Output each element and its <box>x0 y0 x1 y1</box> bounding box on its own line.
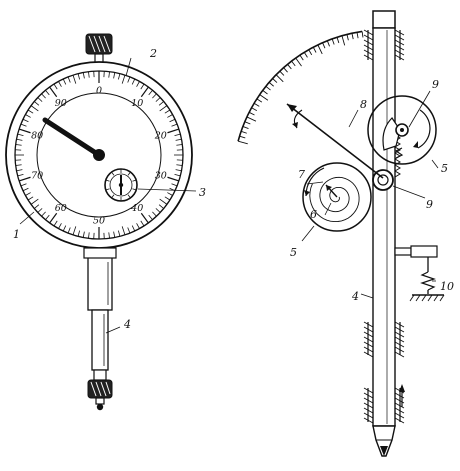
callout-label: 5 <box>441 162 448 175</box>
rotation-arrow-upper <box>418 110 430 148</box>
arc-tick <box>266 86 271 90</box>
spring-coil <box>396 148 402 158</box>
arc-tick <box>241 131 247 133</box>
callout-label: 9 <box>432 78 439 91</box>
arc-tick <box>342 36 345 46</box>
arc-tick <box>337 37 339 43</box>
arc-tick <box>296 58 302 66</box>
arc-tick <box>249 112 254 115</box>
arc-tick <box>276 75 283 82</box>
revolution-counter <box>105 169 137 201</box>
callout-label: 9 <box>426 198 433 211</box>
arc-tick <box>254 103 259 106</box>
arc-tick <box>362 31 363 37</box>
arc-tick <box>280 71 284 75</box>
arc-tick <box>238 141 248 144</box>
callout-label: 5 <box>290 246 297 259</box>
dial-number: 90 <box>55 98 67 109</box>
arc-tick <box>247 117 256 121</box>
callout-label: 3 <box>199 186 206 199</box>
arc-tick <box>304 52 307 57</box>
callout-label: 10 <box>440 280 454 293</box>
arc-tick <box>260 95 268 101</box>
dial-number: 30 <box>155 171 167 182</box>
scale-arc <box>238 31 362 141</box>
callout-label: 2 <box>149 47 157 60</box>
dial-number: 50 <box>93 216 105 227</box>
dial-number: 70 <box>31 171 43 182</box>
callout-label: 6 <box>310 208 317 221</box>
arc-tick <box>313 47 316 52</box>
main-arrow <box>287 104 383 178</box>
arc-tick <box>288 64 292 69</box>
arc-tick <box>269 82 274 86</box>
callout-label: 4 <box>123 318 131 331</box>
arc-tick <box>240 136 246 138</box>
callout-label: 4 <box>351 290 359 303</box>
arc-tick <box>300 55 303 60</box>
arc-tick <box>347 34 348 40</box>
arc-tick <box>284 68 288 72</box>
arc-tick <box>323 43 325 48</box>
callout-label: 8 <box>360 98 367 111</box>
callout-label: 1 <box>13 228 20 241</box>
mechanism-schematic: 7 8 6 5 9 5 9 10 4 <box>238 11 454 456</box>
spring-assembly <box>395 246 444 301</box>
arc-tick <box>252 108 257 111</box>
dial-number: 10 <box>131 98 143 109</box>
arc-tick <box>273 78 277 82</box>
measuring-rod <box>92 310 108 370</box>
dial-number: 20 <box>154 130 167 141</box>
arc-tick <box>352 33 353 39</box>
arc-tick <box>332 39 334 45</box>
dial-number: 0 <box>96 86 102 97</box>
plunger-cap <box>373 11 395 28</box>
hairspring-spiral <box>310 177 359 221</box>
callout-label: 7 <box>298 168 305 181</box>
arc-tick <box>263 90 268 94</box>
dial-number: 40 <box>130 203 143 214</box>
arc-tick <box>309 50 312 55</box>
contact-tip <box>97 404 103 410</box>
arc-tick <box>257 99 262 102</box>
dial-number: 60 <box>55 203 67 214</box>
scale-arc-ticks <box>238 31 363 143</box>
arc-tick <box>292 61 296 66</box>
pointer-hub <box>93 149 105 161</box>
dial-indicator-exterior: 0 10 20 30 40 50 60 70 80 90 <box>6 34 206 410</box>
arc-tick <box>245 122 251 124</box>
arc-tick <box>243 126 249 128</box>
arc-tick <box>318 45 322 54</box>
arc-tick <box>327 41 329 47</box>
rack-rod <box>373 28 395 426</box>
dial-number: 80 <box>31 130 43 141</box>
arc-tick <box>357 32 358 38</box>
